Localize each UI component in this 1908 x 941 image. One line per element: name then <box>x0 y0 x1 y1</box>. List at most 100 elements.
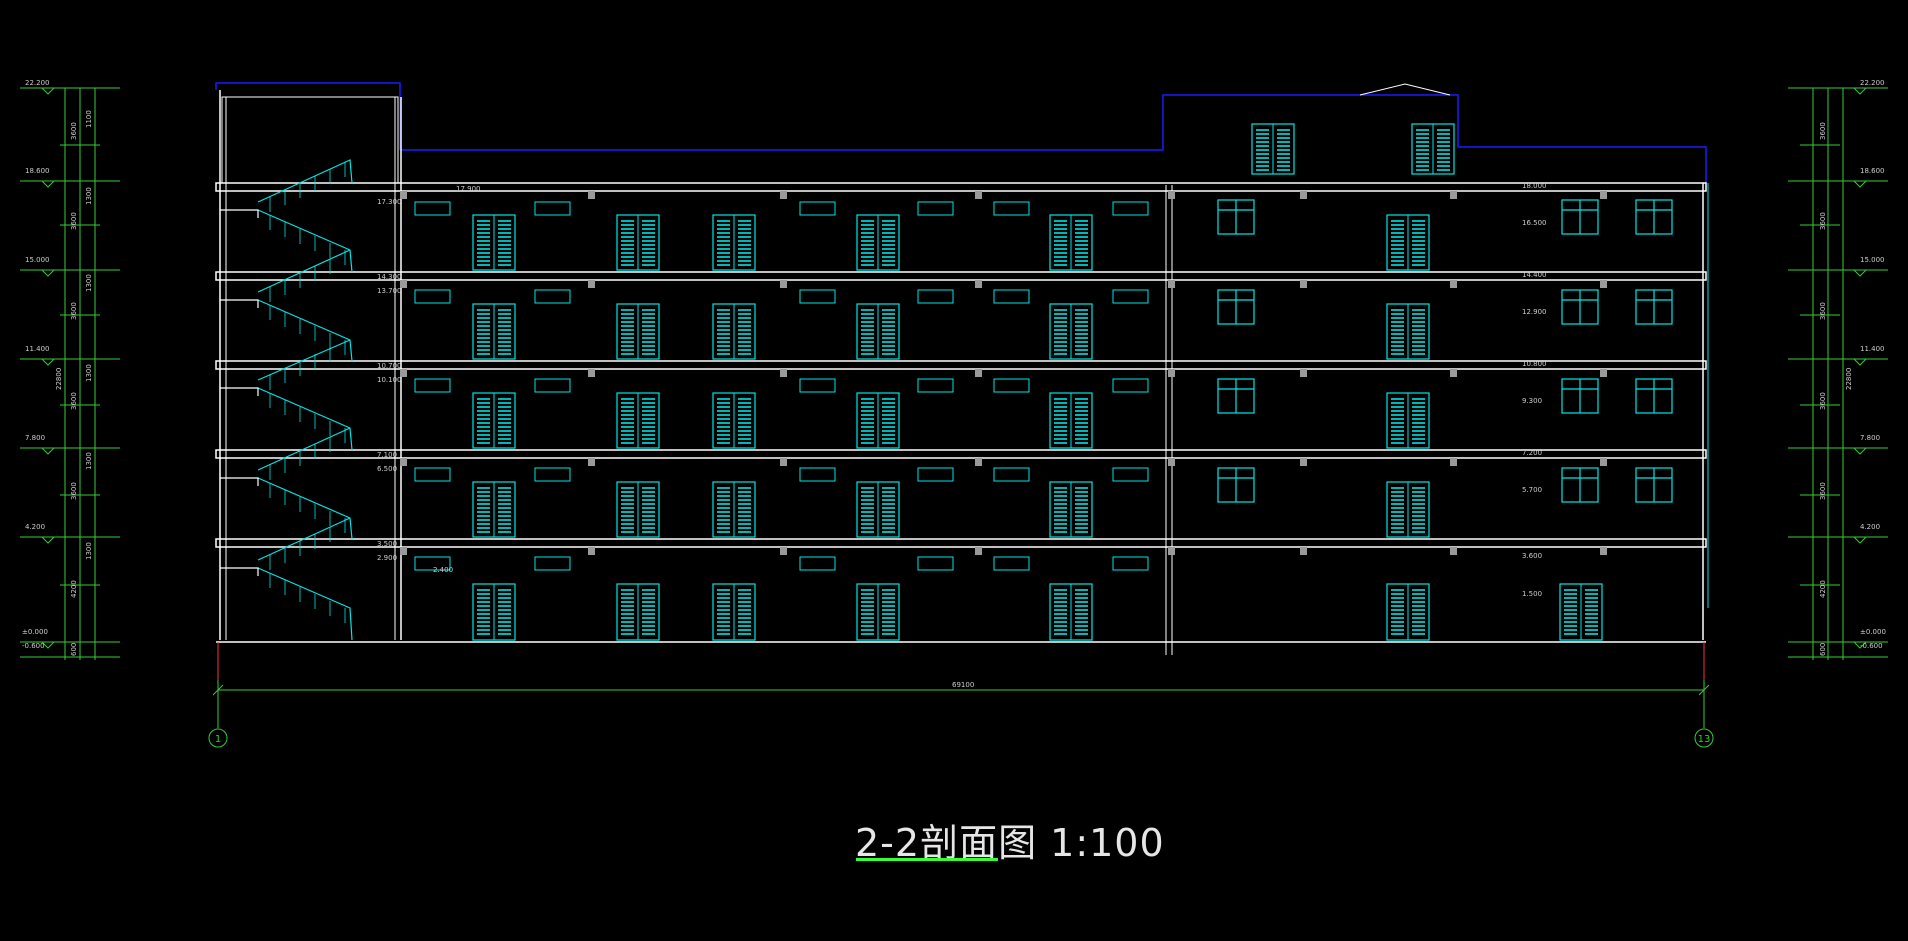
double-door <box>1386 214 1430 271</box>
level-label: 9.300 <box>1522 397 1542 405</box>
level-label: 5.700 <box>1522 486 1542 494</box>
double-door <box>712 583 756 641</box>
right-elev-11400: 11.400 <box>1860 345 1885 353</box>
level-label: 10.700 <box>377 362 402 370</box>
level-label: 12.900 <box>1522 308 1547 316</box>
drawing-title: 2-2剖面图 1:100 <box>855 821 1165 865</box>
double-door <box>1386 303 1430 360</box>
double-door <box>856 392 900 449</box>
overall-dimension <box>208 680 1714 748</box>
double-door <box>1386 392 1430 449</box>
roof-parapet-line <box>400 94 1707 183</box>
overall-width-label: 69100 <box>952 681 974 689</box>
left-elev-4200: 4.200 <box>25 523 45 531</box>
transom-windows <box>414 201 1149 571</box>
stair-flights <box>257 159 353 641</box>
left-elev-22200: 22.200 <box>25 79 50 87</box>
level-label: 14.400 <box>1522 271 1547 279</box>
right-dim-outer: 3600 <box>1819 302 1827 320</box>
double-door <box>472 481 516 538</box>
right-dimension-scale <box>1788 87 1888 660</box>
right-total: 22800 <box>1845 368 1853 390</box>
axis-right-label: 13 <box>1698 734 1711 745</box>
left-dim-outer: 3600 <box>70 122 78 140</box>
left-elevation-labels: 22.200 18.600 15.000 11.400 7.800 4.200 … <box>22 79 50 650</box>
right-dim-outer: 3600 <box>1819 212 1827 230</box>
double-door <box>616 214 660 271</box>
double-door <box>856 214 900 271</box>
beams <box>400 191 1607 555</box>
level-label: 3.600 <box>1522 552 1542 560</box>
left-dim-inner: 1300 <box>85 187 93 205</box>
stair-tower-roof <box>215 82 401 150</box>
axis-left-label: 1 <box>215 734 221 745</box>
double-door <box>856 583 900 641</box>
double-door <box>712 303 756 360</box>
right-elev-0000: ±0.000 <box>1860 628 1886 636</box>
left-dim-outer: 3600 <box>70 212 78 230</box>
title-underline <box>856 858 998 861</box>
left-dim-inner: 1300 <box>85 364 93 382</box>
level-label: 10.800 <box>1522 360 1547 368</box>
right-elev-18600: 18.600 <box>1860 167 1885 175</box>
double-door <box>1386 583 1430 641</box>
right-elev-22200: 22.200 <box>1860 79 1885 87</box>
level-label: 7.100 <box>377 451 397 459</box>
building-section <box>215 82 1709 680</box>
level-label: 16.500 <box>1522 219 1547 227</box>
left-dimension-text: 3600 3600 3600 3600 3600 4200 600 1100 1… <box>55 110 93 656</box>
double-door <box>1049 303 1093 360</box>
left-elev-15000: 15.000 <box>25 256 50 264</box>
level-label: 14.300 <box>377 273 402 281</box>
left-dim-inner: 1300 <box>85 274 93 292</box>
left-elev-m0600: -0.600 <box>22 642 45 650</box>
left-total: 22800 <box>55 368 63 390</box>
double-door <box>616 583 660 641</box>
left-dim-inner: 1100 <box>85 110 93 128</box>
right-elev-m0600: -0.600 <box>1860 642 1883 650</box>
right-dim-outer: 4200 <box>1819 580 1827 598</box>
level-label: 2.400 <box>433 566 453 574</box>
double-door <box>1411 123 1455 175</box>
roof-pediment <box>1359 83 1451 96</box>
level-label: 17.300 <box>377 198 402 206</box>
right-elev-4200: 4.200 <box>1860 523 1880 531</box>
right-dimension-text: 3600 3600 3600 3600 3600 4200 600 22800 <box>1819 122 1853 656</box>
double-door <box>856 303 900 360</box>
left-dim-inner: 1300 <box>85 542 93 560</box>
level-label: 7.200 <box>1522 449 1542 457</box>
left-dim-outer: 3600 <box>70 392 78 410</box>
left-dim-outer: 4200 <box>70 580 78 598</box>
level-label: 2.900 <box>377 554 397 562</box>
right-dim-outer: 600 <box>1819 643 1827 656</box>
level-label: 18.000 <box>1522 182 1547 190</box>
level-label: 6.500 <box>377 465 397 473</box>
left-elev-0000: ±0.000 <box>22 628 48 636</box>
double-door <box>616 481 660 538</box>
double-door <box>1049 583 1093 641</box>
double-door <box>472 583 516 641</box>
level-label: 3.500 <box>377 540 397 548</box>
right-dim-outer: 3600 <box>1819 122 1827 140</box>
left-dimension-scale <box>20 87 120 660</box>
right-dim-outer: 3600 <box>1819 482 1827 500</box>
right-elev-7800: 7.800 <box>1860 434 1880 442</box>
stair-landings <box>220 209 259 576</box>
left-elev-7800: 7.800 <box>25 434 45 442</box>
double-door <box>1049 481 1093 538</box>
double-door <box>472 303 516 360</box>
left-elev-11400: 11.400 <box>25 345 50 353</box>
double-door <box>1049 214 1093 271</box>
double-door <box>712 481 756 538</box>
double-door <box>472 214 516 271</box>
double-door <box>712 214 756 271</box>
right-elevation-labels: 22.200 18.600 15.000 11.400 7.800 4.200 … <box>1860 79 1886 650</box>
double-door <box>1251 123 1295 175</box>
double-door <box>856 481 900 538</box>
right-windows <box>1217 199 1673 503</box>
double-door <box>472 392 516 449</box>
level-label: 10.100 <box>377 376 402 384</box>
double-door <box>1559 583 1603 641</box>
